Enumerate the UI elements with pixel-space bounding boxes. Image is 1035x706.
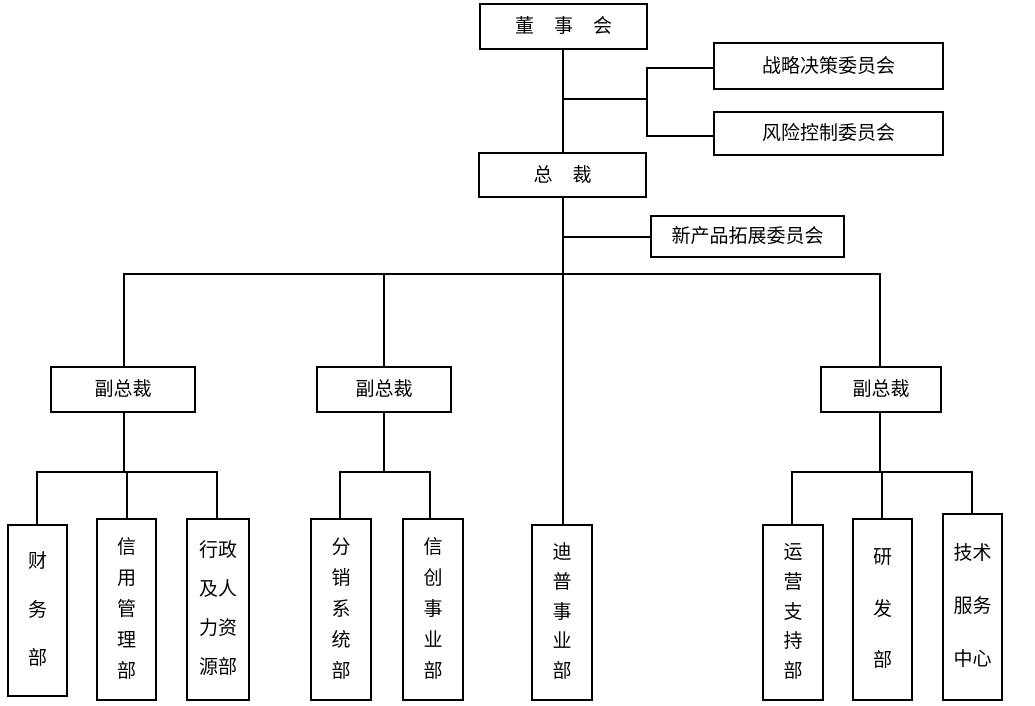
vertical-char-row: 服务 — [953, 595, 992, 618]
vertical-char-row: 创 — [423, 566, 443, 589]
vertical-char-row: 及人 — [198, 578, 237, 601]
dept-dptech-label: 迪普事业部 — [533, 538, 591, 687]
vertical-char-row: 营 — [783, 570, 803, 593]
connector-to-finance — [36, 471, 38, 524]
vertical-char-row: 部 — [27, 646, 47, 669]
connector-to-operations — [791, 471, 793, 524]
connector-vp-mid-bus — [339, 471, 431, 473]
vertical-char-row: 部 — [423, 659, 443, 682]
node-dept-distribution[interactable]: 分销系统部 — [310, 518, 372, 701]
connector-to-distribution — [339, 471, 341, 524]
vertical-char-row: 支 — [783, 600, 803, 623]
vertical-char-row: 力资 — [198, 616, 237, 639]
vertical-char-row: 持 — [783, 630, 803, 653]
dept-credit-label: 信用管理部 — [98, 532, 155, 687]
vertical-char-row: 普 — [552, 570, 572, 593]
connector-to-new-product-committee — [562, 236, 651, 238]
node-committee-risk[interactable]: 风险控制委员会 — [713, 111, 944, 156]
connector-to-xinchuang — [429, 471, 431, 524]
vertical-char-row: 部 — [331, 659, 351, 682]
node-dept-xinchuang[interactable]: 信创事业部 — [402, 518, 464, 701]
vertical-char-row: 信 — [116, 535, 136, 558]
vertical-char-row: 管 — [116, 597, 136, 620]
node-dept-operations[interactable]: 运营支持部 — [762, 524, 824, 701]
connector-to-tech-service — [971, 471, 973, 524]
connector-president-spine — [562, 198, 564, 524]
connector-to-risk-committee — [646, 135, 714, 137]
node-vp-mid[interactable]: 副总裁 — [316, 366, 452, 413]
connector-to-rnd — [881, 471, 883, 524]
connector-committee-bracket — [646, 67, 648, 137]
connector-board-to-president — [562, 50, 564, 152]
vertical-char-row: 系 — [331, 597, 351, 620]
node-vp-right[interactable]: 副总裁 — [820, 366, 942, 413]
vertical-char-row: 部 — [872, 649, 892, 672]
connector-board-to-committee-bus — [562, 98, 648, 100]
vertical-char-row: 技术 — [953, 541, 992, 564]
vertical-char-row: 源部 — [198, 655, 237, 678]
connector-to-strategy-committee — [646, 67, 714, 69]
vertical-char-row: 分 — [331, 535, 351, 558]
node-president[interactable]: 总裁 — [478, 152, 647, 198]
vertical-char-row: 行政 — [198, 539, 237, 562]
vertical-char-row: 部 — [783, 660, 803, 683]
vertical-char-row: 业 — [552, 630, 572, 653]
dept-finance-label: 财务部 — [9, 538, 66, 683]
node-dept-rnd[interactable]: 研发部 — [852, 518, 913, 701]
connector-vp-left-stem — [123, 413, 125, 473]
vertical-char-row: 统 — [331, 628, 351, 651]
node-dept-dptech[interactable]: 迪普事业部 — [531, 524, 593, 701]
connector-bus-to-vp-right — [879, 273, 881, 366]
vertical-char-row: 运 — [783, 540, 803, 563]
connector-to-credit — [126, 471, 128, 524]
vertical-char-row: 事 — [552, 600, 572, 623]
vertical-char-row: 务 — [27, 598, 47, 621]
node-vp-left[interactable]: 副总裁 — [50, 366, 196, 413]
vertical-char-row: 迪 — [552, 540, 572, 563]
connector-bus-to-vp-mid — [383, 273, 385, 366]
dept-distribution-label: 分销系统部 — [312, 532, 370, 687]
dept-xinchuang-label: 信创事业部 — [404, 532, 462, 687]
connector-vp-mid-stem — [383, 413, 385, 473]
connector-bus-to-vp-left — [123, 273, 125, 366]
vertical-char-row: 理 — [116, 628, 136, 651]
vertical-char-row: 部 — [116, 659, 136, 682]
node-dept-admin-hr[interactable]: 行政及人力资源部 — [186, 518, 250, 701]
connector-vp-right-stem — [879, 413, 881, 473]
node-board[interactable]: 董事会 — [479, 3, 648, 50]
dept-operations-label: 运营支持部 — [764, 538, 822, 687]
connector-to-admin-hr — [216, 471, 218, 524]
vertical-char-row: 发 — [872, 597, 892, 620]
vertical-char-row: 用 — [116, 566, 136, 589]
vertical-char-row: 部 — [552, 660, 572, 683]
node-dept-finance[interactable]: 财务部 — [7, 524, 68, 697]
vertical-char-row: 事 — [423, 597, 443, 620]
node-committee-strategy[interactable]: 战略决策委员会 — [713, 42, 944, 90]
node-committee-new-product[interactable]: 新产品拓展委员会 — [650, 215, 845, 258]
node-dept-tech-service[interactable]: 技术服务中心 — [942, 513, 1003, 701]
vertical-char-row: 信 — [423, 535, 443, 558]
connector-vp-bus — [123, 273, 881, 275]
vertical-char-row: 业 — [423, 628, 443, 651]
vertical-char-row: 研 — [872, 545, 892, 568]
node-dept-credit[interactable]: 信用管理部 — [96, 518, 157, 701]
vertical-char-row: 销 — [331, 566, 351, 589]
vertical-char-row: 中心 — [953, 648, 992, 671]
dept-admin-hr-label: 行政及人力资源部 — [188, 532, 248, 687]
dept-tech-service-label: 技术服务中心 — [944, 527, 1001, 687]
dept-rnd-label: 研发部 — [854, 532, 911, 687]
vertical-char-row: 财 — [27, 550, 47, 573]
